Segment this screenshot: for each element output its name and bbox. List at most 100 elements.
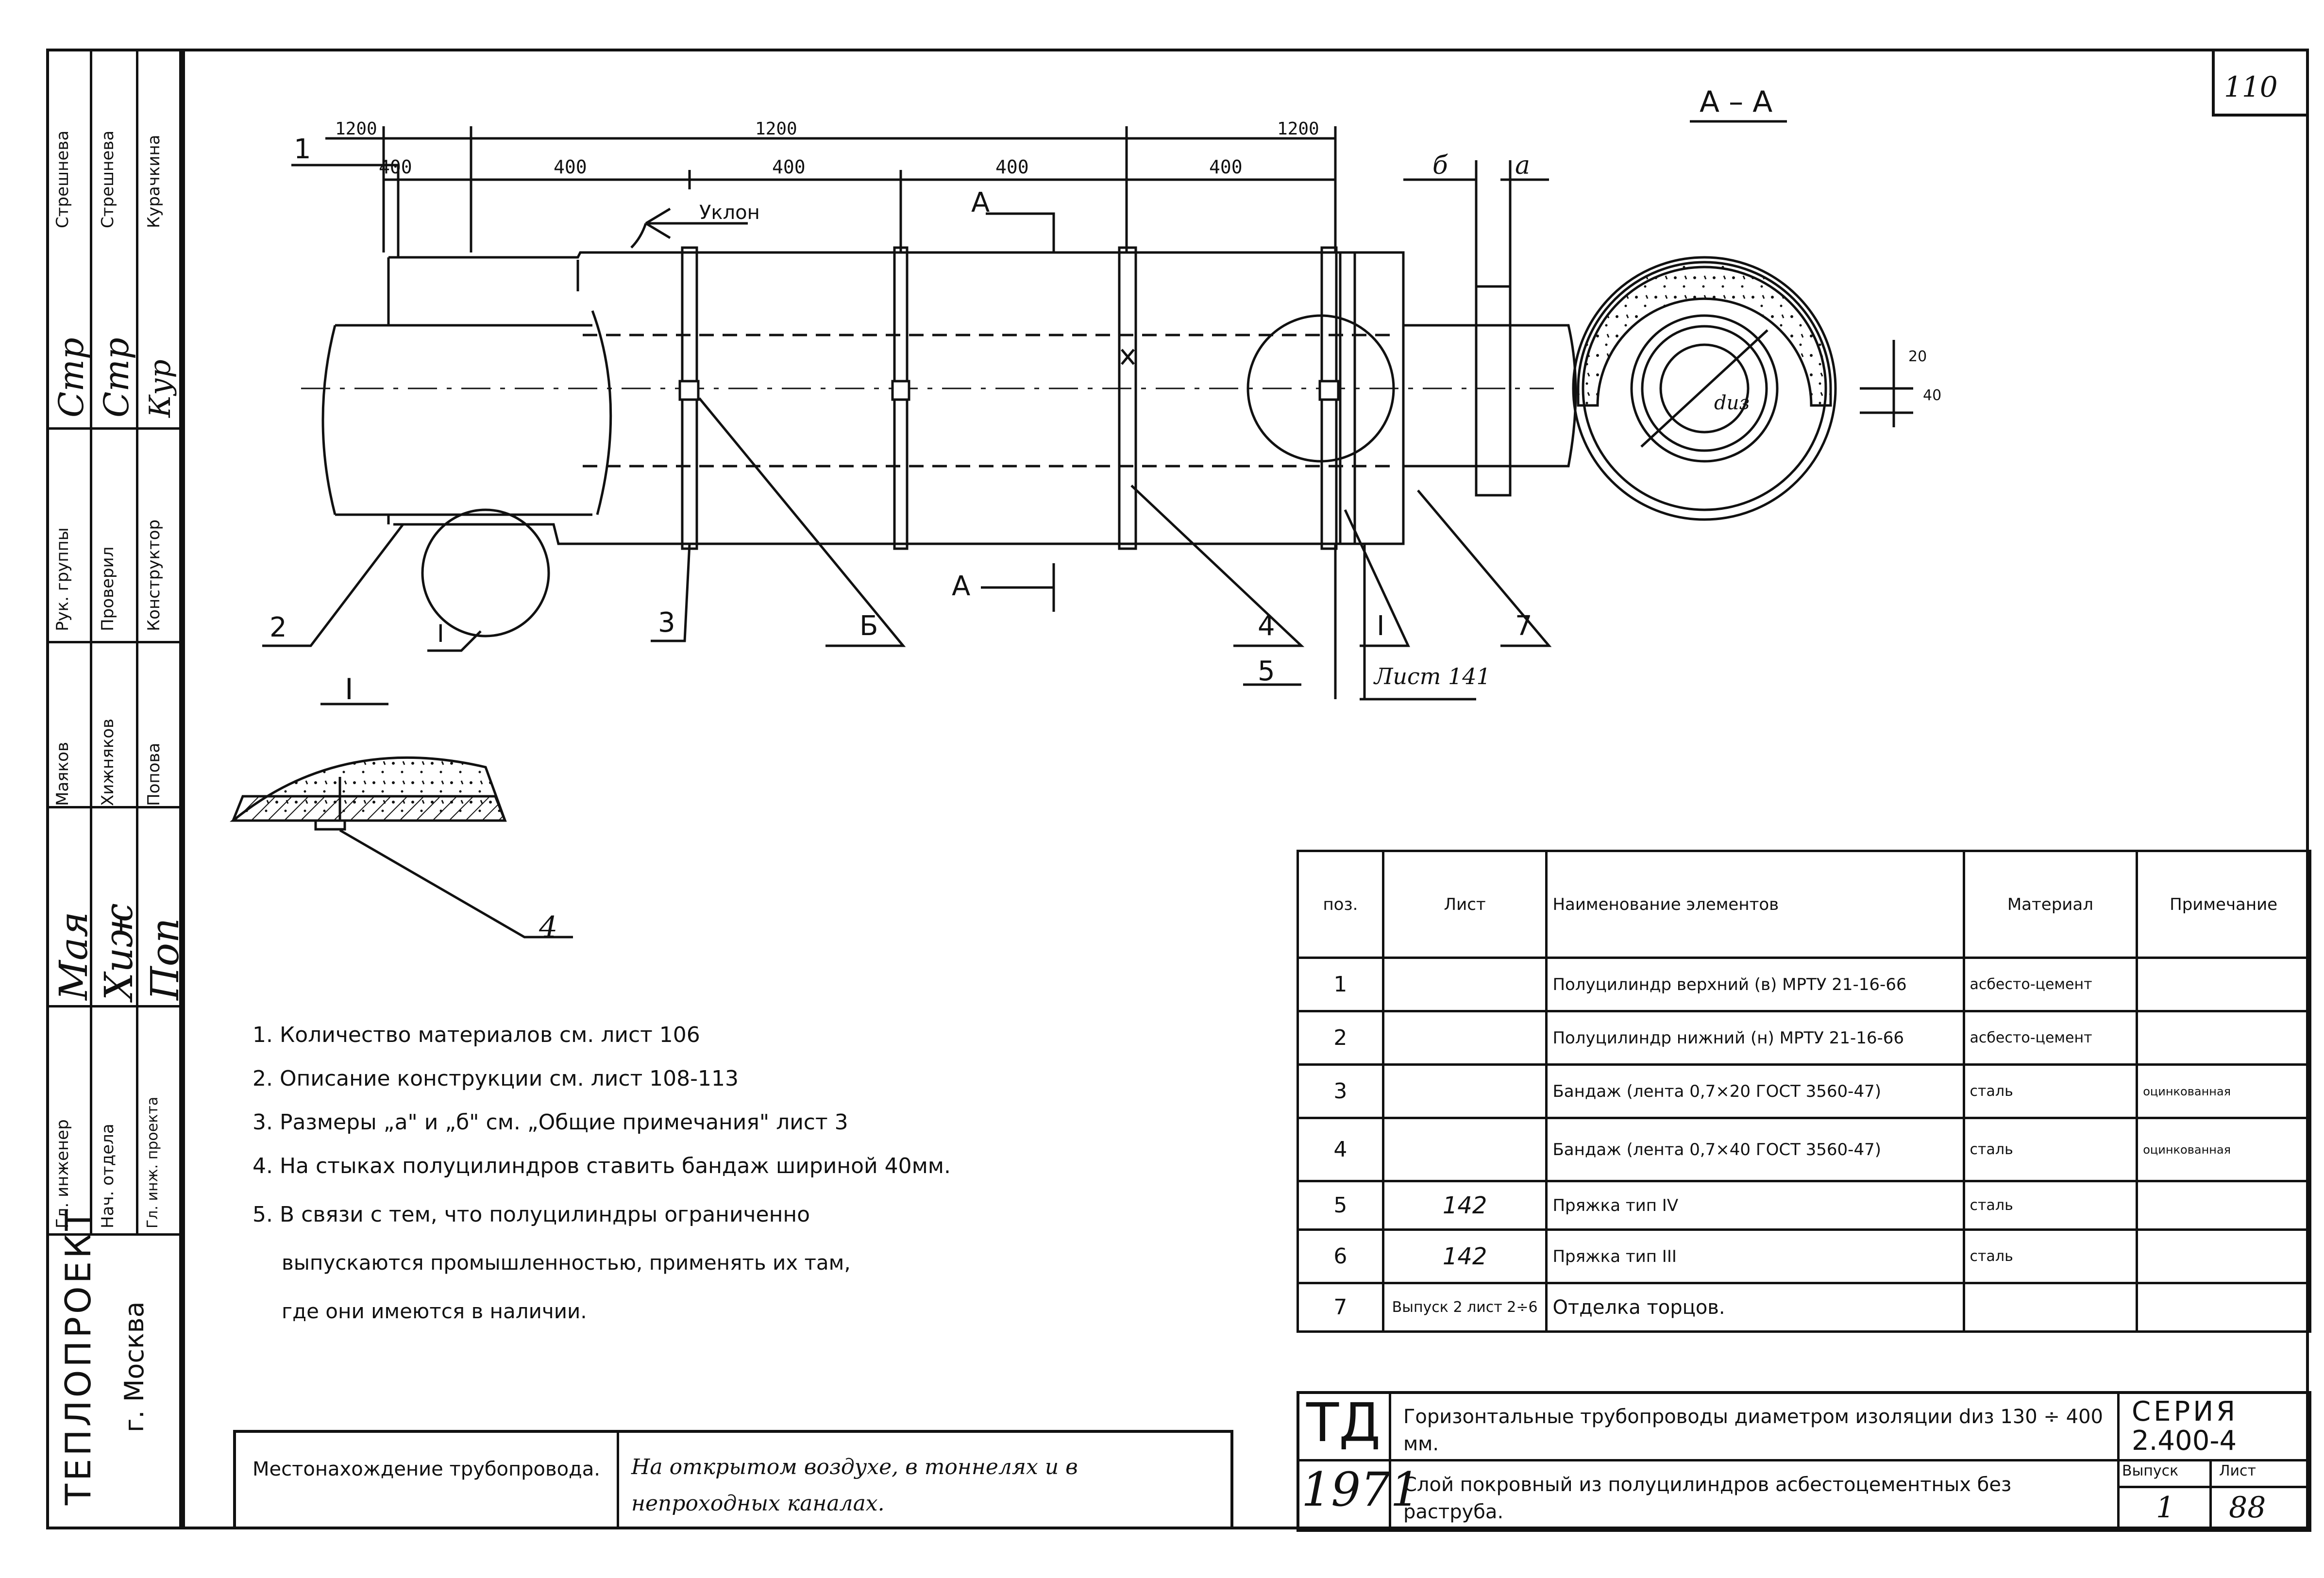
title-block-div5 — [2117, 1486, 2311, 1488]
detail-pos-label: 4 — [539, 910, 558, 944]
slope-label: Уклон — [699, 201, 760, 224]
detail-circle-label: I — [437, 620, 444, 648]
left-stamp-sep1 — [46, 427, 182, 430]
dim-mid-2: 400 — [554, 156, 587, 178]
dim-mid-1: 400 — [379, 156, 412, 178]
note-7: где они имеются в наличии. — [282, 1299, 587, 1323]
spec-pos: 2 — [1297, 1010, 1384, 1066]
left-stamp-sep5 — [46, 1233, 182, 1236]
spec-pos: 5 — [1297, 1180, 1384, 1231]
outer-frame — [182, 49, 2309, 1529]
sheet-number: 110 — [2224, 70, 2278, 103]
title-sub: Слой покровный из полуцилиндров асбестоц… — [1403, 1474, 2012, 1523]
spec-material: сталь — [1962, 1063, 2139, 1119]
spec-note — [2136, 957, 2311, 1012]
dim-top-1: 1200 — [335, 119, 377, 139]
title-main: Горизонтальные трубопроводы диаметром из… — [1403, 1406, 2103, 1455]
spec-name: Пряжка тип III — [1545, 1228, 1965, 1284]
spec-pos: 6 — [1297, 1228, 1384, 1284]
note-3: 3. Размеры „а" и „б" см. „Общие примечан… — [253, 1110, 848, 1135]
sec-dim-20: 20 — [1908, 348, 1927, 365]
dim-mid-4: 400 — [995, 156, 1029, 178]
sheet-number-box — [2212, 49, 2309, 117]
title-block-div2 — [2117, 1391, 2120, 1532]
spec-row: 4 Бандаж (лента 0,7×40 ГОСТ 3560-47) ста… — [1297, 1117, 2311, 1182]
spec-note — [2136, 1010, 2311, 1066]
spec-row: 7 Выпуск 2 лист 2÷6 Отделка торцов. — [1297, 1282, 2311, 1333]
series-label: СЕРИЯ — [2132, 1396, 2239, 1427]
location-label: Местонахождение трубопровода. — [253, 1458, 600, 1480]
spec-name: Бандаж (лента 0,7×20 ГОСТ 3560-47) — [1545, 1063, 1965, 1119]
title-block-div3 — [1297, 1459, 2311, 1461]
note-2: 2. Описание конструкции см. лист 108-113 — [253, 1066, 739, 1091]
spec-pos: 1 — [1297, 957, 1384, 1012]
issue-value: 1 — [2156, 1491, 2175, 1525]
series-value: 2.400-4 — [2132, 1425, 2237, 1457]
pos-label-4: 4 — [1258, 610, 1275, 642]
sec-diam: dиз — [1714, 392, 1750, 414]
spec-sheet — [1381, 1117, 1548, 1182]
left-stamp-sep3 — [46, 806, 182, 808]
pos-label-1: 1 — [294, 134, 311, 165]
sheet-value: 88 — [2229, 1491, 2266, 1525]
spec-material: асбесто-цемент — [1962, 957, 2139, 1012]
spec-name: Отделка торцов. — [1545, 1282, 1965, 1333]
title-block — [1297, 1391, 2311, 1532]
spec-name: Бандаж (лента 0,7×40 ГОСТ 3560-47) — [1545, 1117, 1965, 1182]
issue-label: Выпуск — [2122, 1462, 2179, 1479]
pos-label-3: 3 — [658, 607, 675, 638]
note-1: 1. Количество материалов см. лист 106 — [253, 1023, 700, 1047]
spec-row: 1 Полуцилиндр верхний (в) МРТУ 21-16-66 … — [1297, 957, 2311, 1012]
left-stamp — [46, 49, 182, 1529]
dim-a-label: а — [1515, 151, 1531, 180]
sheet-ref: Лист 141 — [1374, 663, 1491, 689]
detail-title: I — [345, 672, 354, 706]
spec-name: Пряжка тип IV — [1545, 1180, 1965, 1231]
spec-header-material: Материал — [1962, 850, 2139, 959]
pos-label-I: I — [1377, 610, 1385, 642]
spec-pos: 7 — [1297, 1282, 1384, 1333]
section-mark-top: А — [971, 187, 990, 218]
spec-sheet — [1381, 1010, 1548, 1066]
spec-note: оцинкованная — [2136, 1117, 2311, 1182]
spec-sheet — [1381, 1063, 1548, 1119]
dim-mid-5: 400 — [1209, 156, 1243, 178]
spec-header-sheet: Лист — [1381, 850, 1548, 959]
sheet-label: Лист — [2219, 1462, 2257, 1479]
note-5: 5. В связи с тем, что полуцилиндры огран… — [253, 1202, 810, 1227]
spec-material: сталь — [1962, 1117, 2139, 1182]
spec-sheet: 142 — [1381, 1228, 1548, 1284]
spec-name: Полуцилиндр нижний (н) МРТУ 21-16-66 — [1545, 1010, 1965, 1066]
spec-material: сталь — [1962, 1228, 2139, 1284]
spec-header-note: Примечание — [2136, 850, 2311, 959]
spec-note — [2136, 1228, 2311, 1284]
dim-top-3: 1200 — [1277, 119, 1319, 139]
pos-label-5: 5 — [1258, 655, 1275, 687]
note-6: выпускаются промышленностью, применять и… — [282, 1251, 851, 1275]
spec-row: 6 142 Пряжка тип III сталь — [1297, 1228, 2311, 1284]
spec-sheet: 142 — [1381, 1180, 1548, 1231]
dim-b-label: б — [1432, 151, 1448, 180]
title-mark: ТД — [1306, 1392, 1381, 1454]
title-year: 1971 — [1301, 1462, 1420, 1517]
spec-note: оцинкованная — [2136, 1063, 2311, 1119]
spec-sheet — [1381, 957, 1548, 1012]
left-stamp-sep2 — [46, 641, 182, 643]
pos-label-6: Б — [859, 610, 878, 642]
spec-material — [1962, 1282, 2139, 1333]
spec-pos: 4 — [1297, 1117, 1384, 1182]
dim-mid-3: 400 — [772, 156, 806, 178]
spec-header-pos: поз. — [1297, 850, 1384, 959]
spec-note — [2136, 1180, 2311, 1231]
location-block — [233, 1430, 1233, 1529]
spec-sheet: Выпуск 2 лист 2÷6 — [1381, 1282, 1548, 1333]
dim-top-2: 1200 — [755, 119, 797, 139]
spec-row: 3 Бандаж (лента 0,7×20 ГОСТ 3560-47) ста… — [1297, 1063, 2311, 1119]
spec-pos: 3 — [1297, 1063, 1384, 1119]
location-value: На открытом воздухе, в тоннелях и в непр… — [631, 1455, 1078, 1516]
spec-material: асбесто-цемент — [1962, 1010, 2139, 1066]
pos-label-7: 7 — [1515, 610, 1532, 642]
location-divider — [617, 1430, 619, 1529]
spec-name: Полуцилиндр верхний (в) МРТУ 21-16-66 — [1545, 957, 1965, 1012]
